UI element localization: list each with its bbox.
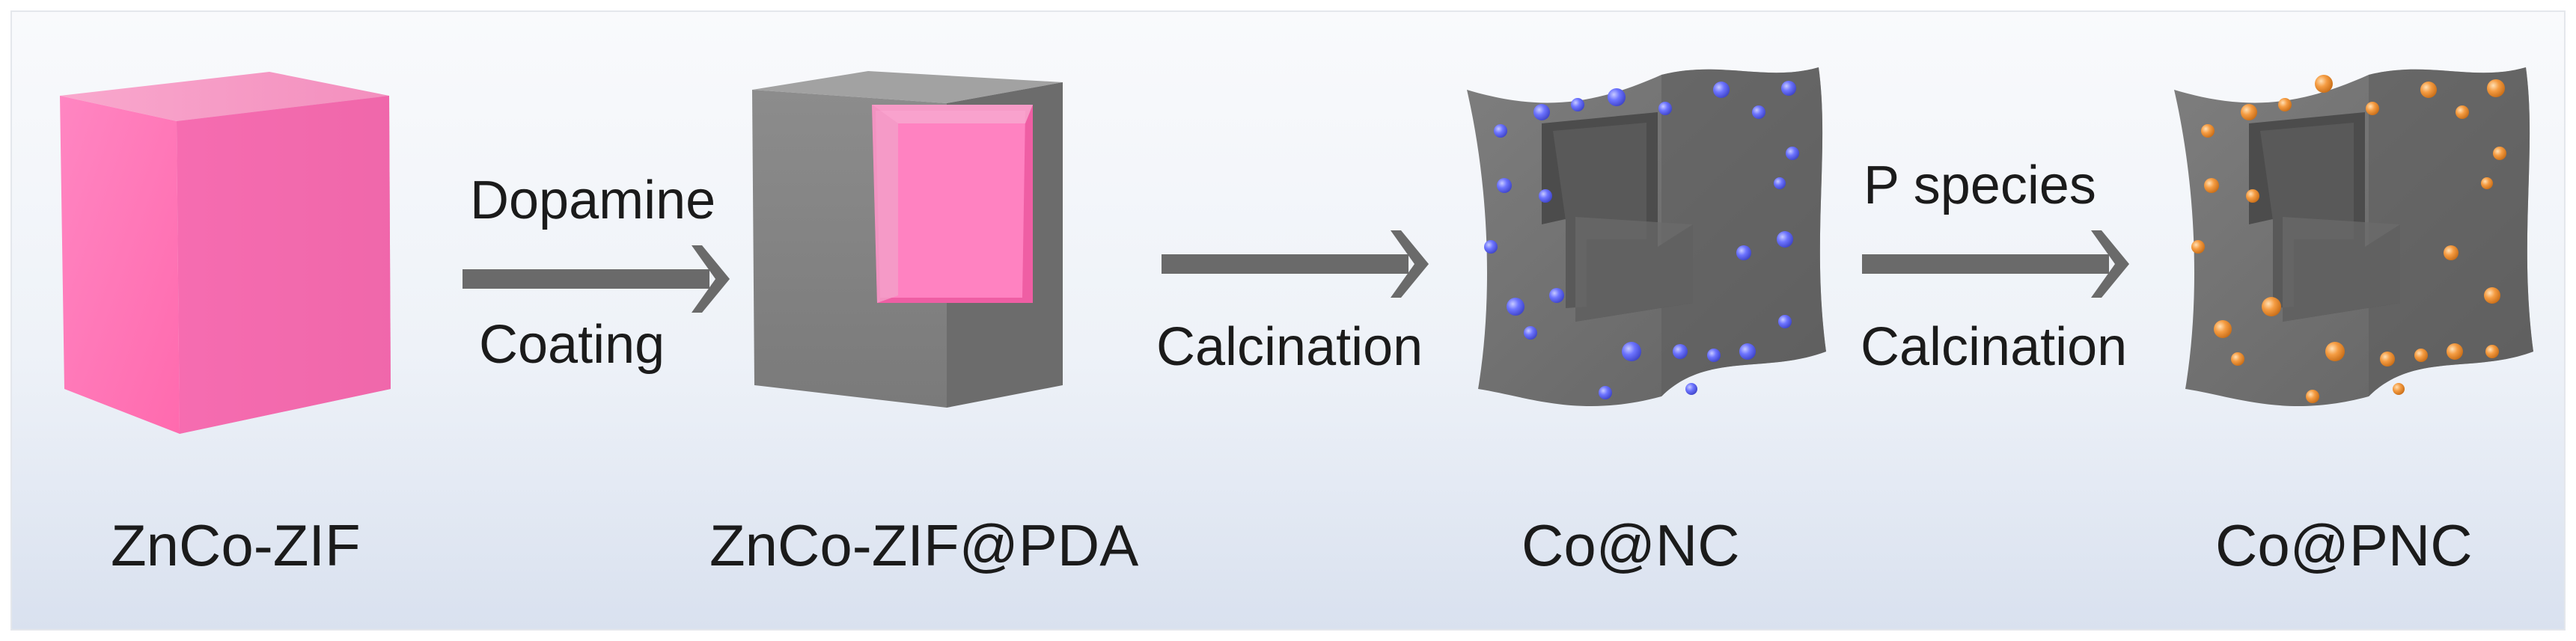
step-3-bottom-label: Calcination <box>1861 317 2128 377</box>
zif-cube <box>60 72 391 434</box>
arrow-p-calcination <box>1862 230 2129 298</box>
step-1-top-label: Dopamine <box>470 171 716 230</box>
co-pnc-frame <box>2174 67 2533 406</box>
step-1-bottom-label: Coating <box>479 315 665 375</box>
co-nc-frame <box>1467 67 1826 406</box>
stage-label-zif: ZnCo-ZIF <box>111 512 361 578</box>
stage-label-co-pnc: Co@PNC <box>2215 512 2473 578</box>
scheme-background <box>10 10 2566 631</box>
step-3-top-label: P species <box>1864 156 2096 215</box>
co-nanoparticles-orange <box>2191 75 2506 403</box>
co-nanoparticles-blue <box>1484 81 1799 399</box>
stage-label-co-nc: Co@NC <box>1522 512 1740 578</box>
zif-pda-cube <box>752 71 1063 408</box>
arrow-dopamine-coating <box>463 245 730 313</box>
arrow-calcination <box>1162 230 1429 298</box>
step-2-bottom-label: Calcination <box>1156 317 1423 377</box>
stage-label-zif-pda: ZnCo-ZIF@PDA <box>709 512 1139 578</box>
